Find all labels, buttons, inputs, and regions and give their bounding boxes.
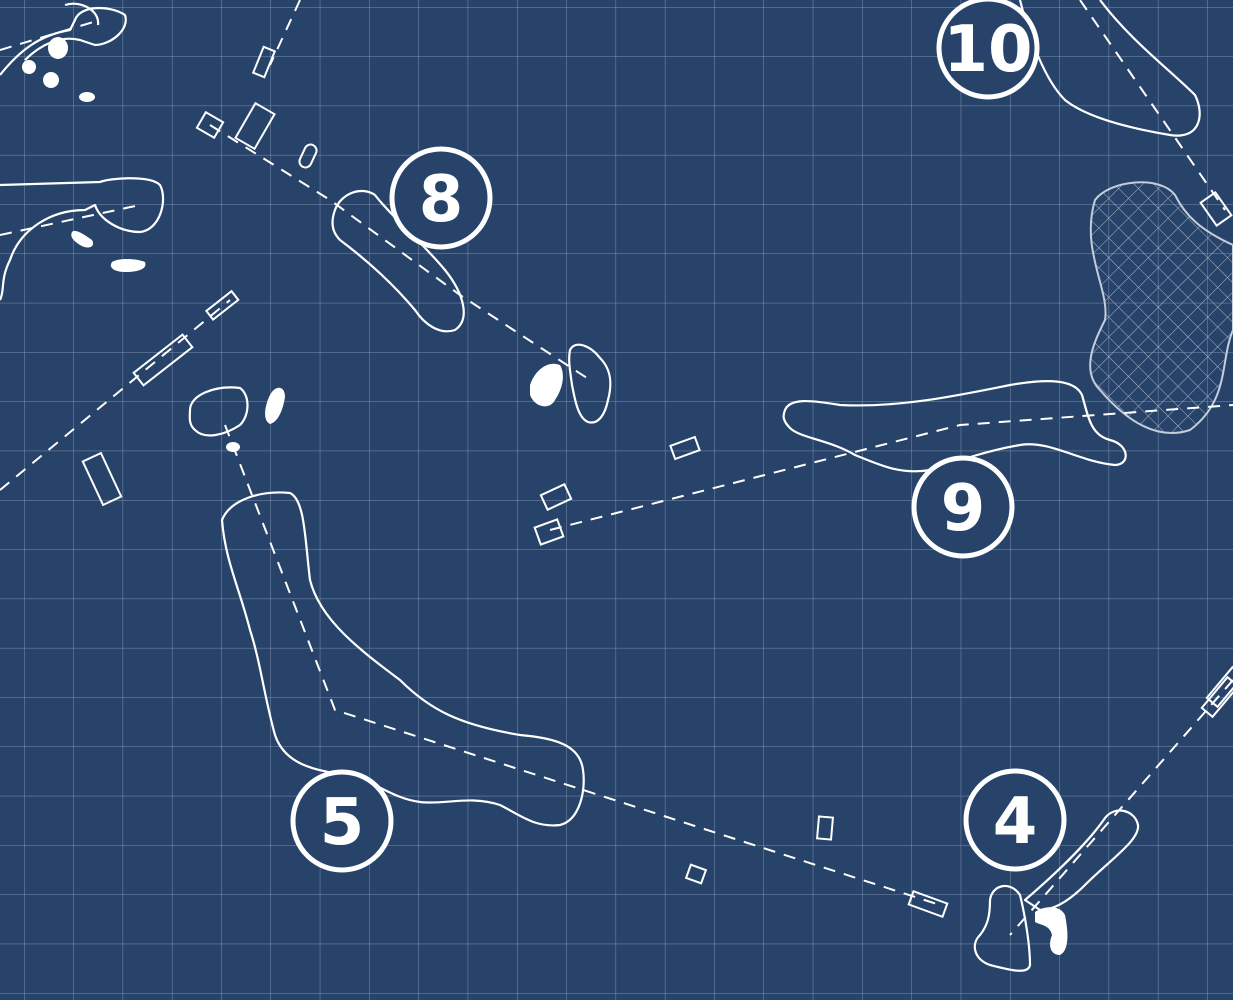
water-hazard [1089, 181, 1233, 435]
hole-4 [684, 665, 1233, 972]
hole-10 [1018, 0, 1233, 228]
hole-label-9: 9 [911, 455, 1015, 559]
hole-label-8: 8 [389, 146, 493, 250]
hole-label-10: 10 [936, 0, 1040, 100]
hole-label-4: 4 [963, 768, 1067, 872]
hole-number-text: 5 [320, 786, 365, 860]
hole-number-text: 8 [419, 163, 464, 237]
tee-markers-hole-8 [195, 0, 591, 381]
hole-number-text: 9 [941, 472, 986, 546]
hole-fragment-top-left [0, 2, 165, 301]
hole-5 [188, 386, 941, 906]
tee-markers-left [0, 289, 240, 507]
hole-number-text: 4 [993, 785, 1038, 859]
hole-label-5: 5 [290, 769, 394, 873]
hole-9 [533, 380, 1233, 546]
hole-8 [331, 189, 612, 424]
hole-number-text: 10 [943, 13, 1032, 87]
